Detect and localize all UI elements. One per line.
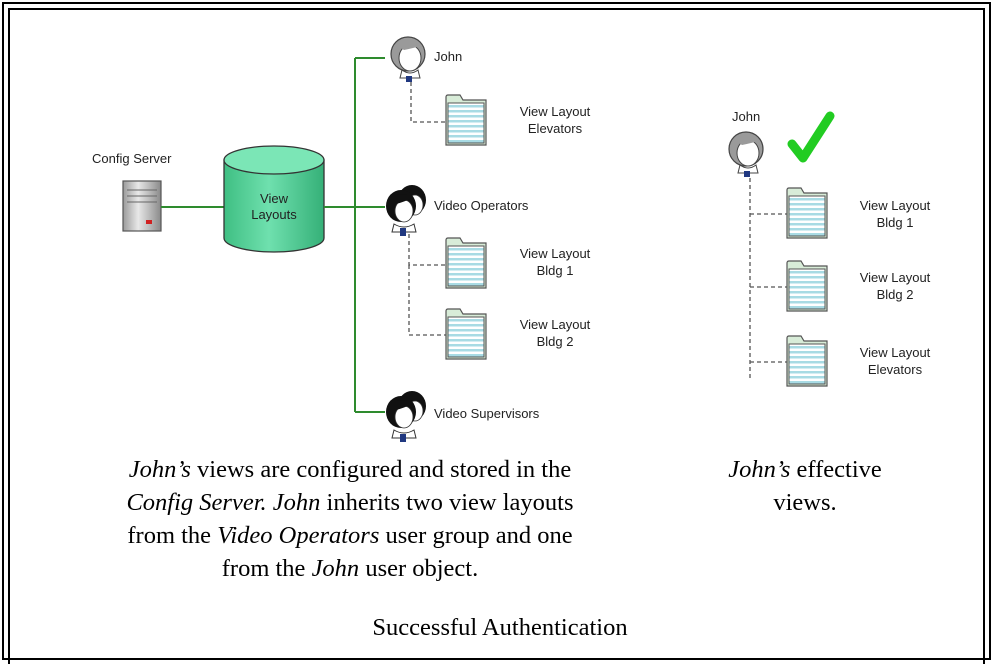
folder-bldg2-icon xyxy=(445,308,487,360)
footer-title: Successful Authentication xyxy=(372,614,628,641)
right-caption-line2: views. xyxy=(773,489,837,516)
group-supervisors-icon xyxy=(385,390,427,443)
operators-layout1-line2: Bldg 1 xyxy=(536,263,574,278)
operators-label: Video Operators xyxy=(434,198,529,213)
effective-layout1-line1: View Layout xyxy=(859,198,931,213)
left-caption-line1: John’s views are configured and stored i… xyxy=(128,456,572,483)
server-label: Config Server xyxy=(92,151,172,166)
effective-connectors xyxy=(749,178,787,380)
folder-bldg1-icon xyxy=(445,237,487,289)
operators-folder2-connector xyxy=(408,265,446,336)
effective-layout2-line2: Bldg 2 xyxy=(876,287,914,302)
john-layout-line2: Elevators xyxy=(527,121,583,136)
inner-border xyxy=(8,8,985,664)
effective-layout3-line2: Elevators xyxy=(867,362,923,377)
operators-layout2-line2: Bldg 2 xyxy=(536,334,574,349)
right-caption-line1: John’s effective xyxy=(728,456,882,483)
checkmark-icon xyxy=(787,111,835,163)
john-label: John xyxy=(434,49,463,64)
john-layout-line1: View Layout xyxy=(519,104,591,119)
supervisors-label: Video Supervisors xyxy=(434,406,540,421)
effective-folder-elevators-icon xyxy=(786,335,828,387)
effective-user-label: John xyxy=(732,109,761,124)
db-label-line1: View xyxy=(260,191,288,206)
left-caption-line3: from the Video Operators user group and … xyxy=(127,522,573,549)
effective-layout3-line1: View Layout xyxy=(859,345,931,360)
effective-folder-bldg2-icon xyxy=(786,260,828,312)
left-caption-line2: Config Server. John inherits two view la… xyxy=(126,489,574,516)
user-john-icon xyxy=(390,36,426,83)
server-icon xyxy=(122,180,162,232)
operators-folder1-connector xyxy=(408,234,446,266)
effective-layout2-line1: View Layout xyxy=(859,270,931,285)
effective-folder-bldg1-icon xyxy=(786,187,828,239)
effective-user-icon xyxy=(728,131,764,178)
operators-layout1-line1: View Layout xyxy=(519,246,591,261)
left-caption-line4: from the John user object. xyxy=(221,555,479,582)
john-folder-connector xyxy=(410,82,446,123)
database-icon xyxy=(223,145,325,253)
effective-layout1-line2: Bldg 1 xyxy=(876,215,914,230)
db-label-line2: Layouts xyxy=(251,207,297,222)
operators-layout2-line1: View Layout xyxy=(519,317,591,332)
group-operators-icon xyxy=(385,184,427,237)
folder-elevators-icon xyxy=(445,94,487,146)
